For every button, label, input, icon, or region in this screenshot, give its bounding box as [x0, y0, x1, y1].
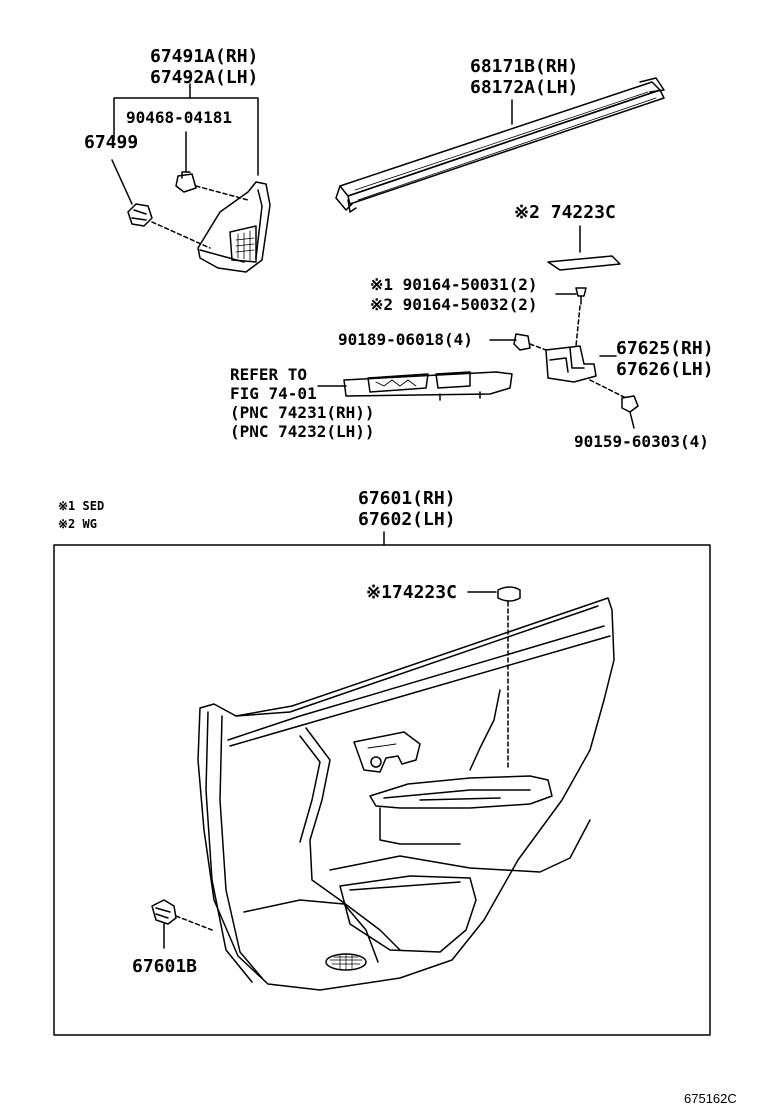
mirror-garnish-part: [113, 83, 271, 273]
label-pnc-74232: (PNC 74232(LH)): [230, 422, 375, 441]
panel-frame: [53, 544, 711, 1036]
pad-74223c-wg: [547, 225, 621, 271]
switch-base-refer: [317, 371, 513, 401]
label-67491a: 67491A(RH): [150, 46, 259, 67]
label-90164-50031: ※1 90164-50031(2): [370, 275, 538, 294]
pad-74223c-sed: [467, 586, 521, 771]
label-74223c-wg: ※2 74223C: [514, 202, 616, 223]
door-trim-panel: [197, 597, 615, 991]
label-refer-to: REFER TO: [230, 365, 308, 384]
label-67602: 67602(LH): [358, 509, 456, 530]
nut-90189-06018: [489, 333, 547, 351]
label-67499: 67499: [84, 132, 139, 153]
label-67626: 67626(LH): [616, 359, 714, 380]
label-68172a: 68172A(LH): [470, 77, 579, 98]
label-90189-06018: 90189-06018(4): [338, 330, 473, 349]
screw-90164: [555, 287, 587, 347]
label-74223c-sed: ※174223C: [366, 582, 457, 603]
label-67625: 67625(RH): [616, 338, 714, 359]
belt-moulding-part: [335, 77, 665, 213]
label-90159-60303: 90159-60303(4): [574, 432, 709, 451]
legend-wg: ※2 WG: [58, 517, 97, 531]
label-68171b: 68171B(RH): [470, 56, 579, 77]
clip-67499: [111, 159, 211, 249]
legend-sed: ※1 SED: [58, 499, 105, 513]
label-67601b: 67601B: [132, 956, 198, 977]
label-fig-74-01: FIG 74-01: [230, 384, 317, 403]
clip-67601b: [151, 899, 213, 949]
screw-90159-60303: [621, 395, 639, 429]
label-90468-04181: 90468-04181: [126, 108, 232, 127]
figure-id: 675162C: [684, 1091, 737, 1106]
label-67601: 67601(RH): [358, 488, 456, 509]
label-pnc-74231: (PNC 74231(RH)): [230, 403, 375, 422]
label-90164-50032: ※2 90164-50032(2): [370, 295, 538, 314]
label-67492a: 67492A(LH): [150, 67, 259, 88]
bracket-67625: [545, 345, 627, 399]
clip-90468-04181: [175, 131, 249, 201]
